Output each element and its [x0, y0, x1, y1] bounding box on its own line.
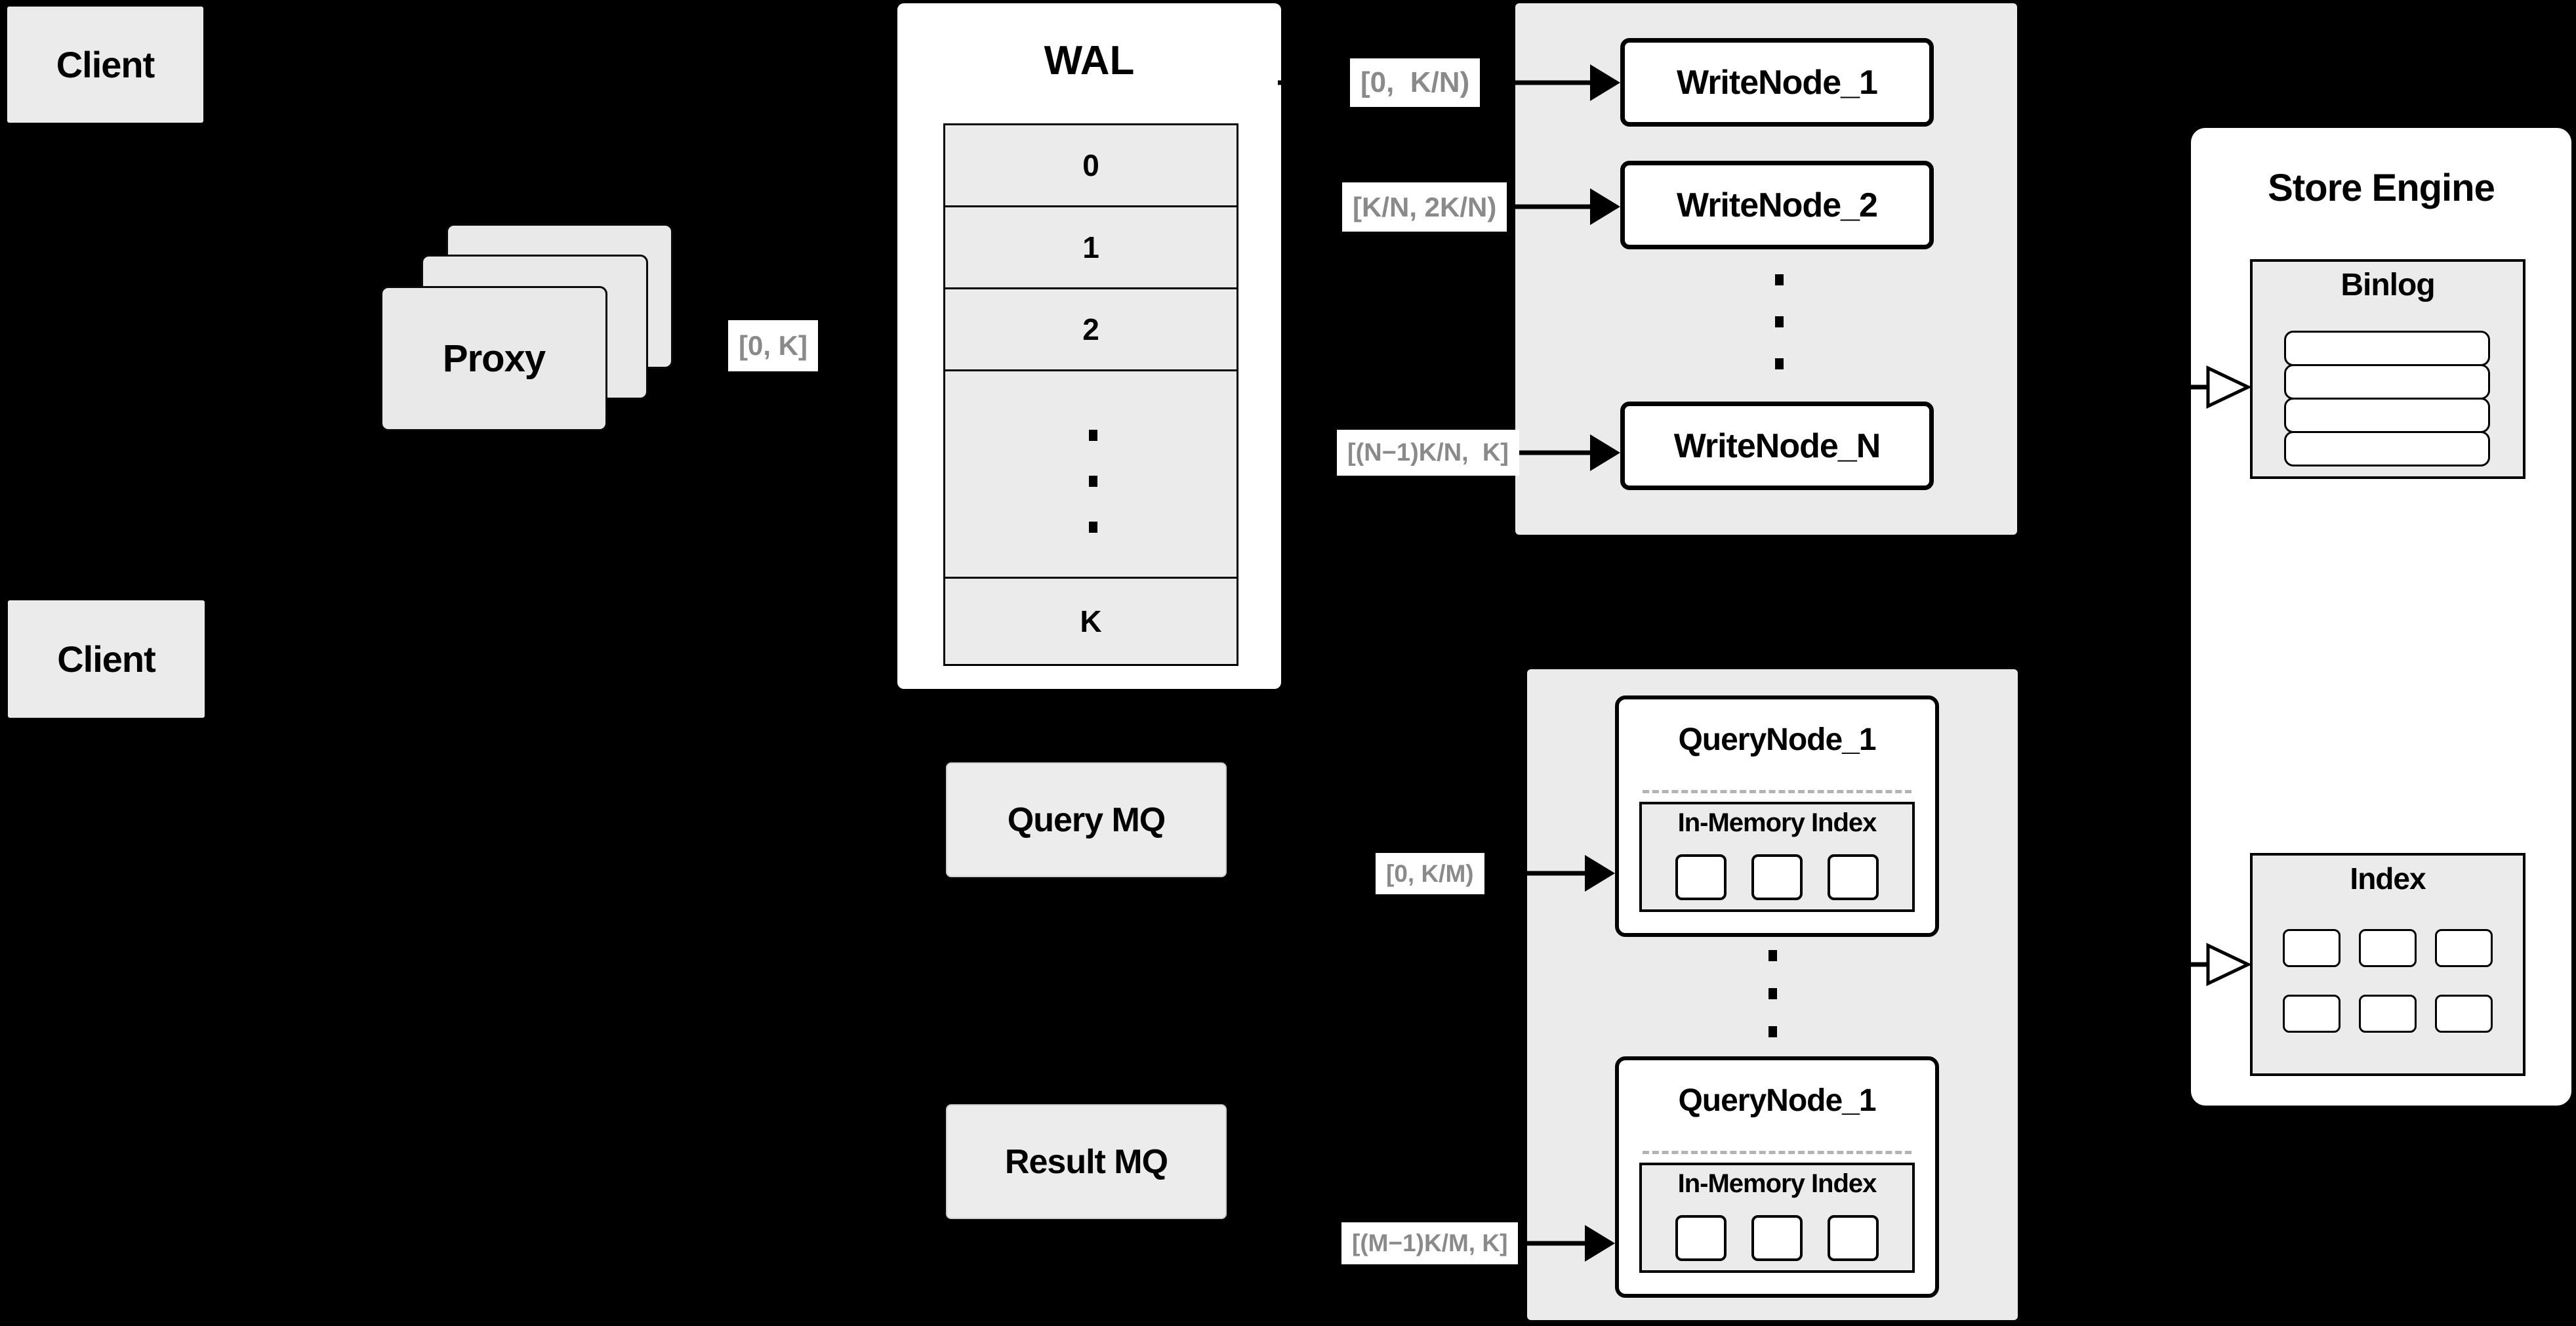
index-grid-row — [2253, 929, 2523, 967]
query-node-top-title: QueryNode_1 — [1678, 722, 1876, 757]
index-grid — [2253, 929, 2523, 1060]
range-label-write-1: [0, K/N) — [1350, 58, 1481, 107]
query-node-top-box: QueryNode_1 In-Memory Index — [1615, 695, 1939, 937]
range-label-query-1: [0, K/M) — [1376, 853, 1484, 894]
wal-row-1: 1 — [943, 205, 1238, 289]
wal-row-0: 0 — [943, 123, 1238, 207]
binlog-row — [2284, 331, 2490, 366]
client-top-label: Client — [56, 44, 155, 85]
in-memory-index-bottom-box: In-Memory Index — [1639, 1163, 1915, 1273]
write-node-ellipsis-icon — [1775, 274, 1784, 369]
segment-slot — [1751, 1215, 1803, 1261]
wal-panel: WAL 0 1 2 K — [897, 3, 1281, 689]
wal-title: WAL — [1044, 38, 1135, 83]
segment-slot — [1751, 854, 1803, 900]
query-mq-label: Query MQ — [1007, 800, 1166, 839]
write-node-n-label: WriteNode_N — [1673, 426, 1881, 465]
dashed-divider — [1643, 790, 1912, 793]
query-mq-box: Query MQ — [946, 762, 1227, 877]
index-cell — [2283, 995, 2341, 1033]
index-cell — [2435, 995, 2493, 1033]
wal-row-2: 2 — [943, 287, 1238, 371]
range-label-write-n: [(N−1)K/N, K] — [1337, 430, 1519, 476]
query-node-ellipsis-icon — [1768, 950, 1777, 1037]
write-node-cluster: WriteNode_1 WriteNode_2 WriteNode_N — [1515, 3, 2017, 535]
binlog-row — [2284, 364, 2490, 400]
index-cell — [2359, 995, 2417, 1033]
proxy-label: Proxy — [442, 337, 546, 380]
binlog-box: Binlog — [2250, 259, 2525, 479]
binlog-title: Binlog — [2341, 268, 2435, 302]
range-label-write-2: [K/N, 2K/N) — [1342, 182, 1507, 232]
segment-slots — [1642, 854, 1912, 900]
store-engine-panel: Store Engine Binlog Index — [2191, 128, 2571, 1106]
segment-slot — [1675, 854, 1727, 900]
binlog-row — [2284, 431, 2490, 466]
result-mq-box: Result MQ — [946, 1104, 1227, 1219]
write-node-1-label: WriteNode_1 — [1677, 63, 1878, 102]
index-cell — [2359, 929, 2417, 967]
segment-slot — [1675, 1215, 1727, 1261]
index-cell — [2435, 929, 2493, 967]
wal-ellipsis-icon — [1089, 430, 1097, 533]
dashed-divider — [1643, 1151, 1912, 1154]
binlog-rows — [2284, 331, 2490, 466]
in-memory-index-bottom-title: In-Memory Index — [1677, 1169, 1877, 1198]
write-node-2-label: WriteNode_2 — [1677, 186, 1878, 224]
range-label-query-m: [(M−1)K/M, K] — [1341, 1222, 1519, 1264]
store-engine-title: Store Engine — [2268, 167, 2495, 209]
write-node-2-box: WriteNode_2 — [1620, 161, 1934, 249]
range-label-proxy-out: [0, K] — [728, 320, 818, 371]
index-title: Index — [2350, 861, 2426, 896]
client-bottom-label: Client — [57, 638, 156, 680]
in-memory-index-top-title: In-Memory Index — [1677, 808, 1877, 837]
segment-slot — [1828, 1215, 1879, 1261]
segment-slot — [1828, 854, 1879, 900]
client-bottom-box: Client — [6, 598, 207, 720]
proxy-box: Proxy — [380, 286, 607, 431]
index-grid-row — [2253, 995, 2523, 1033]
index-box: Index — [2250, 853, 2525, 1076]
result-mq-label: Result MQ — [1004, 1142, 1168, 1181]
index-cell — [2283, 929, 2341, 967]
binlog-row — [2284, 398, 2490, 433]
write-node-n-box: WriteNode_N — [1620, 402, 1934, 490]
query-node-bottom-title: QueryNode_1 — [1678, 1083, 1876, 1118]
write-node-1-box: WriteNode_1 — [1620, 38, 1934, 127]
in-memory-index-top-box: In-Memory Index — [1639, 802, 1915, 912]
client-top-box: Client — [5, 5, 205, 125]
wal-row-k: K — [943, 577, 1238, 666]
query-node-bottom-box: QueryNode_1 In-Memory Index — [1615, 1056, 1939, 1298]
segment-slots — [1642, 1215, 1912, 1261]
query-node-cluster: QueryNode_1 In-Memory Index QueryNode_1 … — [1527, 669, 2018, 1320]
wal-table: 0 1 2 K — [943, 123, 1238, 666]
